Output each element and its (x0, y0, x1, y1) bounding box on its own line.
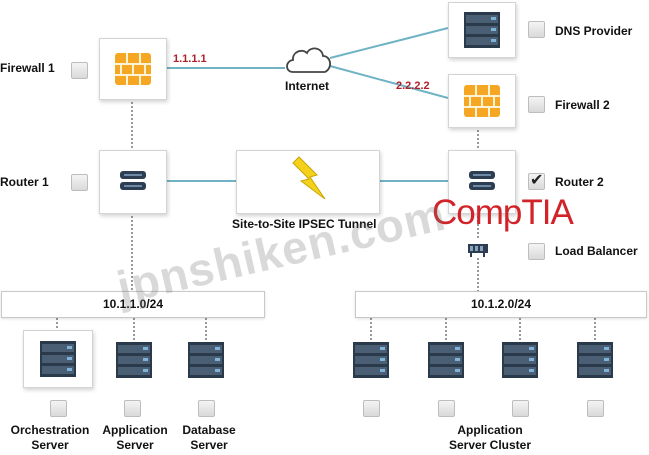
router2-node[interactable] (448, 150, 516, 214)
comptia-logo: CompTIA (432, 193, 574, 232)
ipsec-tunnel-node[interactable] (236, 150, 380, 214)
firewall1-label: Firewall 1 (0, 61, 55, 75)
lightning-icon (292, 156, 326, 200)
cluster-caption: Application Server Cluster (425, 423, 555, 453)
orchestration-server-caption-line2: Server (31, 438, 69, 452)
firewall-icon (464, 85, 500, 117)
firewall2-node[interactable] (448, 74, 516, 128)
cloud-icon (286, 47, 331, 73)
load-balancer-label: Load Balancer (555, 244, 638, 258)
router1-checkbox[interactable] (71, 174, 88, 191)
checkmark-icon: ✔ (530, 170, 544, 189)
router1-label: Router 1 (0, 175, 49, 189)
application-server-icon (116, 342, 152, 378)
ipsec-tunnel-label: Site-to-Site IPSEC Tunnel (232, 217, 377, 231)
application-server-caption: Application Server (92, 423, 178, 453)
database-server-caption-line1: Database (182, 423, 236, 437)
firewall1-ip: 1.1.1.1 (173, 53, 207, 65)
router2-checkbox[interactable]: ✔ (528, 170, 545, 190)
cluster-caption-line2: Server Cluster (448, 438, 532, 452)
firewall2-ip: 2.2.2.2 (396, 80, 430, 92)
firewall2-checkbox[interactable] (528, 96, 545, 113)
subnet-right-box: 10.1.2.0/24 (355, 291, 647, 318)
cluster-server-2-icon (428, 342, 464, 378)
orchestration-server-checkbox[interactable] (50, 400, 67, 417)
router1-node[interactable] (99, 150, 167, 214)
firewall1-checkbox[interactable] (71, 62, 88, 79)
router2-label: Router 2 (555, 175, 604, 189)
load-balancer-icon (468, 244, 488, 257)
database-server-checkbox[interactable] (198, 400, 215, 417)
server-icon (40, 341, 76, 377)
server-icon (464, 12, 500, 48)
cluster-server-1-checkbox[interactable] (363, 400, 380, 417)
firewall2-label: Firewall 2 (555, 98, 610, 112)
cluster-server-4-icon (577, 342, 613, 378)
cluster-server-1-icon (353, 342, 389, 378)
link-internet-dns (329, 27, 449, 59)
cluster-server-3-icon (502, 342, 538, 378)
orchestration-server-caption: Orchestration Server (5, 423, 95, 453)
orchestration-server-caption-line1: Orchestration (10, 423, 90, 437)
firewall-icon (115, 53, 151, 85)
database-server-caption: Database Server (168, 423, 250, 453)
dns-provider-node[interactable] (448, 2, 516, 58)
application-server-caption-line2: Server (116, 438, 154, 452)
cluster-server-2-checkbox[interactable] (438, 400, 455, 417)
router-icon (469, 171, 495, 190)
firewall1-node[interactable] (99, 38, 167, 100)
application-server-caption-line1: Application (102, 423, 168, 437)
cluster-server-3-checkbox[interactable] (512, 400, 529, 417)
cluster-caption-line1: Application (457, 423, 523, 437)
load-balancer-checkbox[interactable] (528, 243, 545, 260)
link-internet-firewall2 (329, 65, 449, 99)
dns-provider-label: DNS Provider (555, 24, 633, 38)
application-server-checkbox[interactable] (124, 400, 141, 417)
cluster-server-4-checkbox[interactable] (587, 400, 604, 417)
database-server-icon (188, 342, 224, 378)
database-server-caption-line2: Server (190, 438, 228, 452)
dns-provider-checkbox[interactable] (528, 21, 545, 38)
router-icon (120, 171, 146, 190)
subnet-left-label: 10.1.1.0/24 (102, 297, 164, 311)
subnet-right-label: 10.1.2.0/24 (470, 297, 532, 311)
orchestration-server-node[interactable] (23, 330, 93, 388)
internet-label: Internet (285, 79, 330, 93)
subnet-left-box: 10.1.1.0/24 (1, 291, 265, 318)
